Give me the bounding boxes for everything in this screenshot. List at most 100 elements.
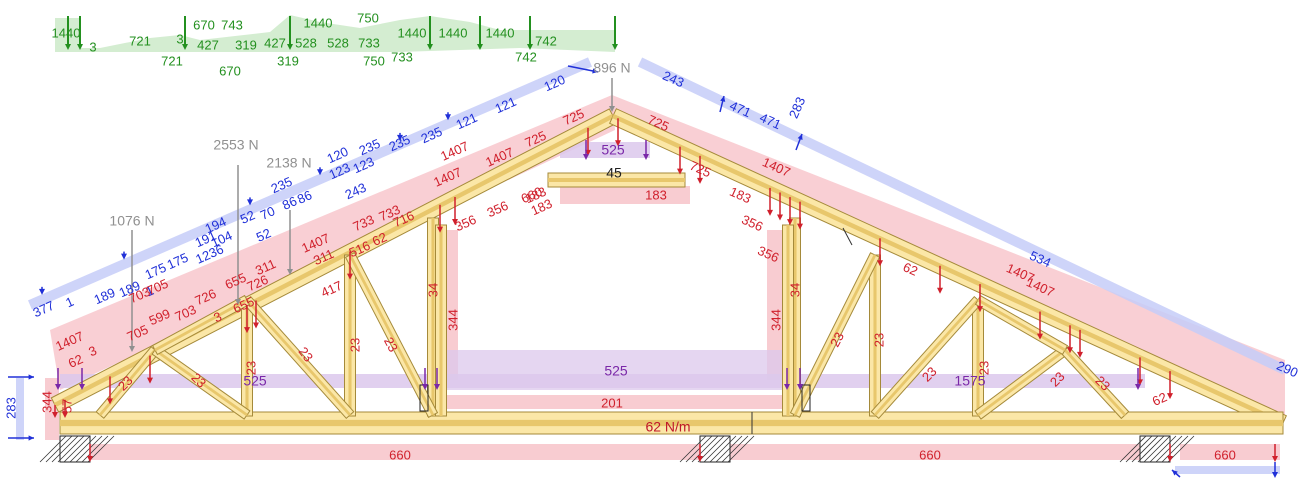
blue-bottom-right-band <box>1175 466 1280 474</box>
red-force-label-60: 660 <box>389 447 411 462</box>
red-force-label-39: 356 <box>739 212 765 235</box>
support-hatch-0--2 <box>57 435 85 463</box>
blue-force-label-30: 283 <box>786 95 809 121</box>
red-force-label-61: 660 <box>919 447 941 462</box>
red-force-arrow-10-head <box>615 140 621 147</box>
support-hatch-1-4 <box>703 435 731 463</box>
blue-force-label-6: 175 <box>165 250 191 273</box>
green-load-label-4: 670 <box>193 17 215 32</box>
green-load-label-8: 427 <box>264 35 286 50</box>
support-hatch-1-28 <box>727 435 755 463</box>
red-force-arrow-0-head <box>52 412 58 418</box>
support-hatch-2-4 <box>1143 435 1171 463</box>
support-hatch-1-10 <box>709 435 737 463</box>
blue-force-label-12: 70 <box>258 203 277 223</box>
blue-rafter-arrow-1-head <box>121 253 127 260</box>
collar-tie-label: 45 <box>606 165 622 181</box>
web-diagonal-2-core <box>245 299 352 416</box>
purple-top-arrow-left-head <box>583 154 589 160</box>
support-hatch-1--2 <box>697 435 725 463</box>
purple-arrow-6-head <box>1135 384 1141 390</box>
green-load-label-2: 721 <box>129 33 151 48</box>
support-hatch-1--8 <box>691 435 719 463</box>
green-load-label-15: 1440 <box>439 25 468 40</box>
red-force-arrow-12-head <box>697 177 703 184</box>
blue-force-label-20: 235 <box>387 132 413 155</box>
web-diagonal-3-core <box>348 254 435 416</box>
purple-arrow-5-head <box>797 384 803 390</box>
red-force-arrow-20-head <box>1037 333 1043 340</box>
blue-left-rafter-band <box>28 57 592 310</box>
purple-arrow-3-head <box>434 384 440 390</box>
red-force-label-54: 23 <box>827 330 847 350</box>
point-load-label-0: 896 N <box>593 60 630 76</box>
red-force-arrow-24-head <box>1167 393 1173 400</box>
red-left-vertical-band <box>45 378 59 440</box>
red-force-label-55: 23 <box>871 333 886 347</box>
purple-top-arrow-right-head <box>643 154 649 160</box>
blue-force-label-1: 1 <box>63 294 76 311</box>
purple-force-label-2: 1575 <box>954 373 985 389</box>
purple-force-label-3: 525 <box>601 142 625 158</box>
red-force-label-31: 356 <box>453 212 479 235</box>
blue-reaction-arrow-top-head <box>28 374 34 380</box>
purple-top-band <box>560 142 650 158</box>
red-force-label-42: 62 <box>901 259 920 279</box>
support-hatch-2--14 <box>1125 435 1153 463</box>
support-hatch-0-28 <box>87 435 115 463</box>
red-force-arrow-8-head <box>452 219 458 225</box>
red-force-label-22: 417 <box>319 278 345 301</box>
red-force-label-2: 57 <box>59 399 74 413</box>
purple-force-label-0: 525 <box>243 373 267 389</box>
green-load-label-12: 733 <box>358 35 380 50</box>
red-force-arrow-2-head <box>107 398 113 405</box>
red-force-arrow-4-head <box>244 327 250 334</box>
red-force-label-62: 660 <box>1214 447 1236 462</box>
red-left-chord-band <box>50 95 615 390</box>
line-load-label: 62 N/m <box>645 419 690 435</box>
web-diagonal-8-core <box>154 298 248 352</box>
support-hatch-2-16 <box>1155 435 1183 463</box>
red-force-label-44: 34 <box>425 283 440 297</box>
blue-arrow-471-head <box>797 134 803 140</box>
red-force-label-4: 62 <box>66 351 85 371</box>
point-load-arrow-apex-head <box>609 106 615 112</box>
red-force-label-59: 62 <box>1150 389 1169 409</box>
support-0 <box>39 435 115 463</box>
red-force-arrow-5-head <box>253 322 259 329</box>
green-load-label-1: 3 <box>89 39 96 54</box>
purple-force-label-1: 525 <box>604 363 628 379</box>
blue-rafter-arrow-2-head <box>247 199 253 206</box>
green-load-arrow-6-head <box>527 44 533 50</box>
support-hatch-2-22 <box>1161 435 1189 463</box>
red-force-label-32: 356 <box>485 198 511 221</box>
red-center-band <box>560 186 690 204</box>
green-load-label-6: 427 <box>197 37 219 52</box>
red-force-arrow-16-head <box>797 223 803 230</box>
blue-arrow-290-head <box>1172 470 1178 476</box>
red-force-arrow-6-head <box>347 273 353 280</box>
blue-reaction-arrow-bottom-head <box>28 435 34 441</box>
green-load-label-18: 721 <box>161 53 183 68</box>
load-arrows <box>8 16 1278 478</box>
support-hatch-2--8 <box>1131 435 1159 463</box>
point-load-label-3: 1076 N <box>109 213 154 229</box>
green-load-label-17: 742 <box>535 33 557 48</box>
web-diagonal-7-core <box>1063 349 1127 416</box>
purple-center-block <box>440 350 785 390</box>
green-load-arrow-2-head <box>182 44 188 50</box>
green-load-arrow-7-head <box>612 44 618 50</box>
green-load-label-7: 319 <box>235 37 257 52</box>
green-load-label-3: 3 <box>176 31 183 46</box>
blue-arrow-apex-head <box>592 68 598 74</box>
red-force-arrow-21-head <box>1067 347 1073 354</box>
purple-arrow-0-head <box>55 384 61 390</box>
green-load-label-22: 733 <box>391 49 413 64</box>
red-force-label-45: 344 <box>445 309 460 331</box>
red-bottom-band <box>70 444 1150 460</box>
support-hatch-1--14 <box>685 435 713 463</box>
web-diagonal-4-core <box>793 254 877 416</box>
red-force-label-53: 23 <box>381 335 401 355</box>
